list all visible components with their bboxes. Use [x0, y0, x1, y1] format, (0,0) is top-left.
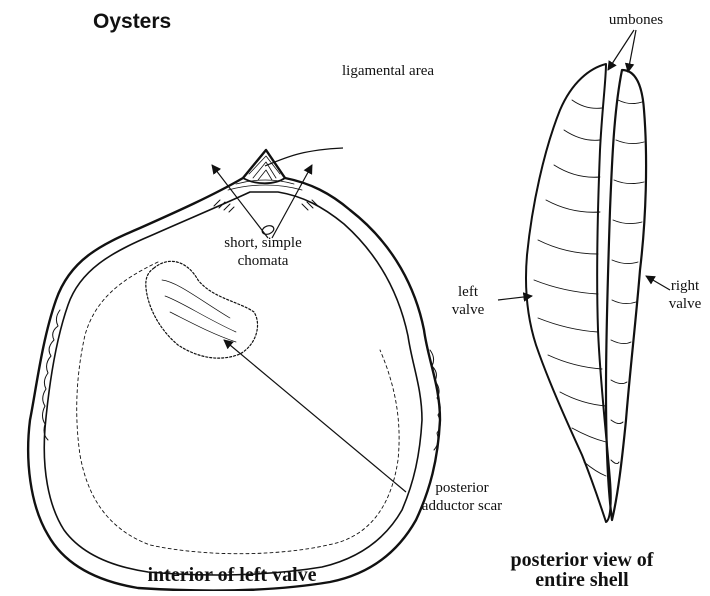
ligamental-area-label: ligamental area	[342, 63, 434, 79]
posterior-view-drawing	[526, 64, 646, 522]
adductor-scar-label-line1: posterior	[435, 480, 488, 496]
ligamental-area-leader	[265, 148, 343, 166]
left-valve-interior-drawing	[28, 150, 440, 590]
chomata-arrow-left	[212, 165, 268, 238]
right-valve-label-line1: right	[671, 278, 700, 294]
adductor-scar-arrow	[224, 340, 406, 492]
chomata-label-line2: chomata	[238, 253, 289, 269]
left-valve-label-line1: left	[458, 284, 479, 300]
page-title: Oysters	[93, 10, 171, 33]
umbones-label: umbones	[609, 12, 663, 28]
ligamental-area-striations	[228, 156, 302, 190]
interior-caption: interior of left valve	[147, 564, 316, 586]
right-valve-label-line2: valve	[669, 296, 702, 312]
right-valve-body	[606, 70, 646, 520]
adductor-scar-shape	[146, 261, 258, 358]
shell-outer-outline	[28, 150, 440, 590]
adductor-scar-growth-lines	[162, 280, 236, 342]
left-valve-label-line2: valve	[452, 302, 485, 318]
posterior-caption-line1: posterior view of	[511, 549, 654, 571]
adductor-scar-label-line2: adductor scar	[422, 498, 502, 514]
chomata-label-line1: short, simple	[224, 235, 302, 251]
shell-scalloped-edge	[43, 310, 441, 450]
posterior-caption-line2: entire shell	[535, 569, 629, 591]
interior-contour	[77, 262, 399, 554]
right-valve-arrow	[646, 276, 670, 290]
chomata-arrow-right	[272, 165, 312, 238]
